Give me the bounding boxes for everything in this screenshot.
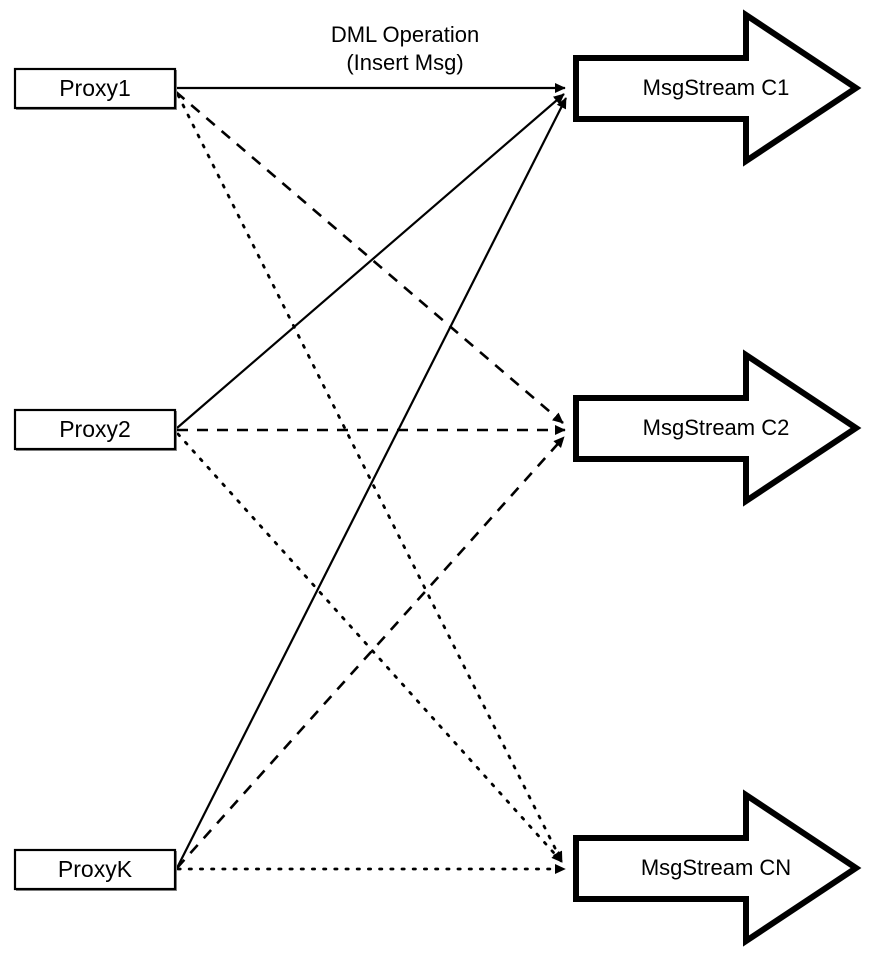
msgstream-cn-label: MsgStream CN xyxy=(641,855,791,880)
link-proxy2-to-c1[interactable] xyxy=(176,93,565,429)
link-proxyk-to-c2[interactable] xyxy=(176,436,565,869)
proxyk-box[interactable] xyxy=(13,848,177,891)
proxyk-label: ProxyK xyxy=(58,856,133,882)
link-proxy2-to-cn[interactable] xyxy=(176,432,564,864)
msgstream-cn-arrow-shape[interactable] xyxy=(573,789,862,947)
msgstream-c1-arrow-shape[interactable] xyxy=(573,9,862,167)
msgstream-node-cn[interactable]: MsgStream CN xyxy=(573,789,862,947)
dml-operation-annotation: DML Operation (Insert Msg) xyxy=(331,22,479,75)
proxy1-box[interactable] xyxy=(13,67,177,110)
proxy-node-proxyk[interactable]: ProxyK xyxy=(13,848,177,891)
msgstream-c2-label: MsgStream C2 xyxy=(643,415,790,440)
proxy2-box[interactable] xyxy=(13,408,177,451)
msgstream-node-c1[interactable]: MsgStream C1 xyxy=(573,9,862,167)
dml-operation-line2: (Insert Msg) xyxy=(346,50,463,75)
proxy-node-proxy1[interactable]: Proxy1 xyxy=(13,67,177,110)
dml-operation-line1: DML Operation xyxy=(331,22,479,47)
link-proxy1-to-cn[interactable] xyxy=(176,93,564,864)
msgstream-node-c2[interactable]: MsgStream C2 xyxy=(573,349,862,507)
msgstream-c1-label: MsgStream C1 xyxy=(643,75,790,100)
proxy-node-proxy2[interactable]: Proxy2 xyxy=(13,408,177,451)
msgstream-c2-arrow-shape[interactable] xyxy=(573,349,862,507)
proxy1-label: Proxy1 xyxy=(59,75,131,101)
link-proxyk-to-c1[interactable] xyxy=(176,97,567,869)
link-group xyxy=(175,82,567,875)
proxy-nodes: Proxy1 Proxy2 ProxyK xyxy=(13,67,177,891)
link-proxy1-to-c2[interactable] xyxy=(175,91,564,424)
msgstream-nodes: MsgStream C1 MsgStream C2 MsgStream CN xyxy=(573,9,862,947)
proxy2-label: Proxy2 xyxy=(59,416,131,442)
